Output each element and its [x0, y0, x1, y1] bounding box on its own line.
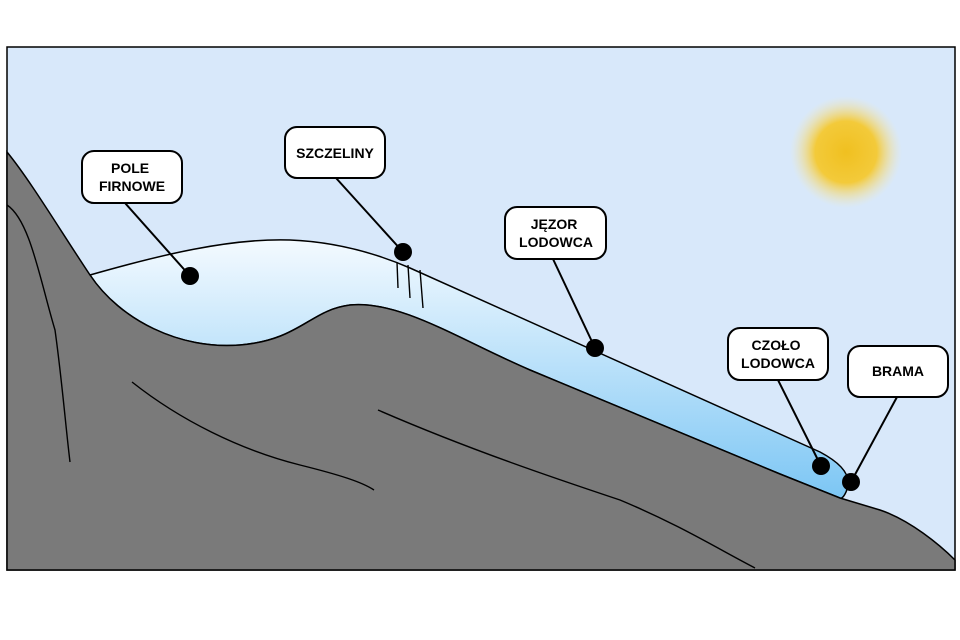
label-brama: BRAMA: [842, 345, 949, 491]
svg-text:POLE FIRNOWE: POLE FIRNOWE: [99, 160, 165, 194]
label-jezor-line1: JĘZOR: [531, 216, 578, 232]
label-czolo-lodowca: CZOŁO LODOWCA: [727, 327, 830, 475]
label-szczeliny: SZCZELINY: [284, 126, 412, 261]
svg-text:CZOŁO LODOWCA: CZOŁO LODOWCA: [741, 337, 815, 371]
label-szczeliny-text: SZCZELINY: [296, 145, 374, 161]
label-brama-text: BRAMA: [872, 363, 924, 379]
label-pole-firnowe-line2: FIRNOWE: [99, 178, 165, 194]
label-jezor-line2: LODOWCA: [519, 234, 593, 250]
mountain-rock: [6, 149, 956, 571]
label-pole-firnowe-line1: POLE: [111, 160, 149, 176]
marker-pole-firnowe: [181, 267, 199, 285]
sun-icon: [790, 96, 902, 208]
rock-texture: [6, 204, 756, 569]
label-jezor-lodowca: JĘZOR LODOWCA: [504, 206, 607, 357]
label-czolo-line2: LODOWCA: [741, 355, 815, 371]
marker-jezor-lodowca: [586, 339, 604, 357]
label-czolo-line1: CZOŁO: [752, 337, 801, 353]
marker-szczeliny: [394, 243, 412, 261]
marker-brama: [842, 473, 860, 491]
marker-czolo-lodowca: [812, 457, 830, 475]
svg-text:JĘZOR LODOWCA: JĘZOR LODOWCA: [519, 216, 593, 250]
label-pole-firnowe: POLE FIRNOWE: [81, 150, 199, 285]
crevasses: [396, 261, 424, 309]
